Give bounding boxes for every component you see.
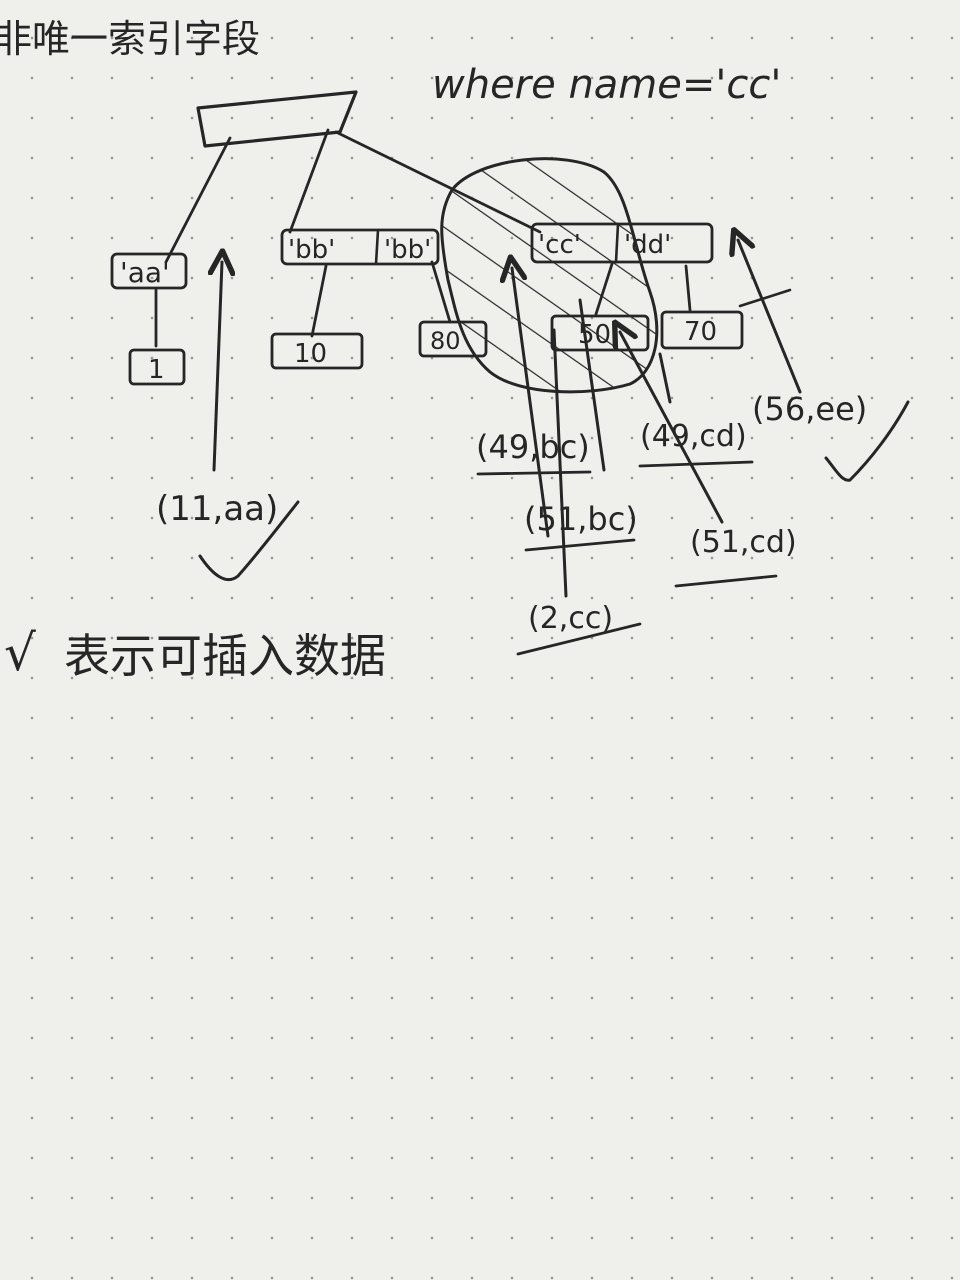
gap-lock-region <box>440 157 659 394</box>
candidate-51-bc: (51,bc) <box>524 500 638 538</box>
leaf-id-80: 80 <box>430 327 461 355</box>
candidate-11-aa: (11,aa) <box>156 489 278 529</box>
root-pointer-bb <box>288 128 330 234</box>
page-title: 非唯一索引字段 <box>0 17 260 61</box>
strike-2-cc <box>516 622 642 656</box>
candidate-56-ee: (56,ee) <box>752 390 867 428</box>
internal-node-bb-bb: 'bb' 'bb' <box>280 228 440 266</box>
leaf-id-10: 10 <box>294 339 327 369</box>
candidate-49-cd: (49,cd) <box>640 419 747 454</box>
leaf-70: 70 <box>660 310 744 350</box>
internal-node-cc-dd: 'cc' 'dd' <box>530 222 714 264</box>
line-49-cd <box>658 352 672 404</box>
legend-check: √ <box>4 624 36 682</box>
check-56-ee <box>824 400 910 482</box>
key-bb: 'bb' <box>288 235 335 265</box>
key-aa: 'aa' <box>120 256 170 289</box>
arrow-11-aa <box>214 262 222 472</box>
query-text: where name='cc' <box>432 62 781 108</box>
strike-51-bc <box>524 538 636 552</box>
strike-49-bc <box>476 470 592 476</box>
key-cc: 'cc' <box>538 230 581 260</box>
pointer-bb-80 <box>430 260 452 324</box>
root-pointer-aa <box>164 136 232 264</box>
leaf-id-1: 1 <box>148 355 165 385</box>
check-11-aa <box>198 500 300 582</box>
candidate-51-cd: (51,cd) <box>690 525 797 560</box>
leaf-id-70: 70 <box>684 317 717 347</box>
line-70-tick <box>738 288 792 308</box>
candidate-2-cc: (2,cc) <box>528 601 613 636</box>
leaf-80: 80 <box>418 320 488 358</box>
pointer-dd-70 <box>684 264 692 312</box>
arrow-56-ee <box>738 240 802 394</box>
strike-49-cd <box>638 460 754 468</box>
leaf-10: 10 <box>270 332 364 370</box>
arrow-51-cd <box>620 332 724 524</box>
internal-node-aa: 'aa' <box>110 252 188 290</box>
strike-51-cd <box>674 574 778 588</box>
line-2-cc <box>552 328 568 598</box>
root-node <box>196 90 358 148</box>
pointer-bb-10 <box>310 264 328 338</box>
line-49-bc <box>578 298 606 472</box>
pointer-cc-50 <box>594 262 614 316</box>
key-dd: 'dd' <box>624 230 671 260</box>
candidate-49-bc: (49,bc) <box>476 428 590 466</box>
arrow-51-bc <box>512 268 550 538</box>
leaf-1: 1 <box>128 348 186 386</box>
legend-text: 表示可插入数据 <box>64 629 386 683</box>
key-bb-2: 'bb' <box>384 235 431 265</box>
